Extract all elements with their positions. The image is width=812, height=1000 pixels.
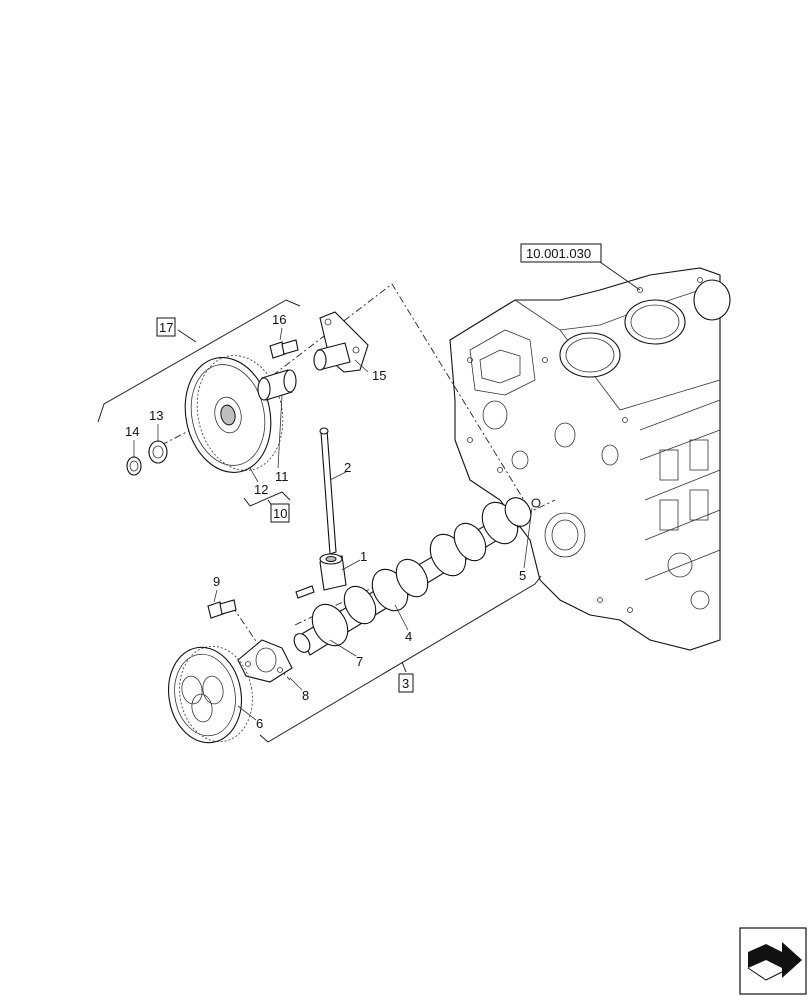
callout-6: 6 <box>256 716 263 731</box>
callout-1: 1 <box>360 549 367 564</box>
tappet-1 <box>319 553 347 591</box>
callout-17: 17 <box>159 320 173 335</box>
callout-10: 10 <box>273 506 287 521</box>
thrust-plate-8 <box>237 639 293 683</box>
bolt-9 <box>207 599 237 619</box>
bushing-11 <box>257 369 297 401</box>
callout-2: 2 <box>344 460 351 475</box>
bolt-16 <box>269 339 299 359</box>
reference-box: 10.001.030 <box>526 246 591 261</box>
thrust-washer-13 <box>148 440 168 464</box>
engine-block <box>449 267 731 651</box>
circlip-14 <box>126 456 142 476</box>
callout-3: 3 <box>402 676 409 691</box>
callout-11: 11 <box>275 469 289 484</box>
callout-5: 5 <box>519 568 526 583</box>
next-page-arrow-icon[interactable] <box>739 927 807 995</box>
callout-7: 7 <box>356 654 363 669</box>
callout-15: 15 <box>372 368 386 383</box>
callout-9: 9 <box>213 574 220 589</box>
callout-16: 16 <box>272 312 286 327</box>
cam-gear-6 <box>168 645 253 744</box>
woodruff-key-7 <box>295 585 315 599</box>
callout-8: 8 <box>302 688 309 703</box>
callout-4: 4 <box>405 629 412 644</box>
steel-ball-5 <box>531 498 541 508</box>
callout-12: 12 <box>254 482 268 497</box>
camshaft-4 <box>293 497 532 656</box>
idler-shaft-15 <box>313 311 369 373</box>
callout-14: 14 <box>125 424 139 439</box>
push-rod-2 <box>319 427 337 555</box>
callout-13: 13 <box>149 408 163 423</box>
idler-gear-12 <box>184 355 284 473</box>
